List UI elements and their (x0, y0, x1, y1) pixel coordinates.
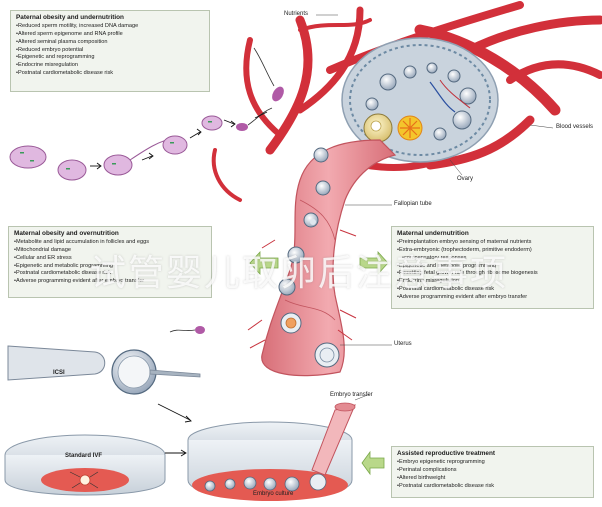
list-item: Postnatal cardiometabolic disease risk (397, 483, 588, 491)
list-item: Altered seminal plasma composition (16, 39, 204, 47)
list-item: Embryo epigenetic reprogramming (397, 459, 588, 467)
list-item: Postnatal cardiometabolic disease risk (16, 70, 204, 78)
blood-vessels (211, 1, 602, 202)
list-item: Epigenetic and reprogramming (16, 54, 204, 62)
list-item: Altered birthweight (397, 475, 588, 483)
process-arrows (90, 111, 268, 457)
list-item: Endocrine misregulation (397, 278, 588, 286)
list-item: Cellular and ER stress (14, 255, 206, 263)
list-item: Adverse programming evident after embryo… (14, 278, 206, 286)
paternal-title: Paternal obesity and undernutrition (16, 14, 124, 21)
embryo-stages (278, 147, 340, 368)
art-list: Embryo epigenetic reprogramming Perinata… (397, 459, 588, 491)
label-nutrients: Nutrients (284, 11, 309, 17)
art-title: Assisted reproductive treatment (397, 450, 496, 457)
list-item: Reduced sperm motility, increased DNA da… (16, 23, 204, 31)
leader-lines (316, 14, 554, 401)
list-item: compensatory responses (397, 255, 588, 263)
list-item: Preimplantation embryo sensing of matern… (397, 239, 588, 247)
ovary (341, 37, 499, 163)
list-item: Metabolite and lipid accumulation in fol… (14, 239, 206, 247)
paternal-list: Reduced sperm motility, increased DNA da… (16, 23, 204, 79)
label-embryo-transfer: Embryo transfer (330, 392, 373, 398)
embryo-transfer-catheter (311, 402, 356, 476)
list-item: Mitochondrial damage (14, 247, 206, 255)
embryo-culture-dish (187, 421, 353, 501)
sperm-development (9, 47, 284, 334)
maternal-obesity-title: Maternal obesity and overnutrition (14, 230, 119, 237)
maternal-undernutrition-title: Maternal undernutrition (397, 230, 469, 237)
label-fallopian-tube: Fallopian tube (394, 201, 432, 207)
label-uterus: Uterus (394, 341, 412, 347)
watermark: 试管婴儿取卵后注意事项 (90, 253, 509, 294)
list-item: Extra-embryonic (trophectoderm, primitiv… (397, 247, 588, 255)
list-item: Postnatal cardiometabolic disease risk (397, 286, 588, 294)
green-arrows (249, 250, 389, 476)
maternal-obesity-box: Maternal obesity and overnutrition Metab… (8, 226, 212, 298)
list-item: Adverse programming evident after embryo… (397, 294, 588, 302)
list-item: Resetting fetal growth rate through ribo… (397, 270, 588, 278)
list-item: Perinatal complications (397, 467, 588, 475)
list-item: Endocrine misregulation (16, 62, 204, 70)
maternal-undernutrition-list: Preimplantation embryo sensing of matern… (397, 239, 588, 303)
list-item: Epigenetic and metabolic programming (14, 263, 206, 271)
paternal-box: Paternal obesity and undernutrition Redu… (10, 10, 210, 92)
label-ovary: Ovary (457, 176, 474, 182)
maternal-undernutrition-box: Maternal undernutrition Preimplantation … (391, 226, 594, 309)
standard-ivf-dish (4, 434, 166, 496)
icsi-apparatus (7, 345, 201, 395)
label-blood-vessels: Blood vessels (556, 124, 594, 130)
list-item: Altered sperm epigenome and RNA profile (16, 31, 204, 39)
label-embryo-culture: Embryo culture (253, 491, 294, 497)
label-icsi: ICSI (53, 370, 65, 376)
list-item: Reduced embryo potential (16, 47, 204, 55)
art-box: Assisted reproductive treatment Embryo e… (391, 446, 594, 498)
label-standard-ivf: Standard IVF (65, 453, 103, 459)
list-item: Postnatal cardiometabolic disease risk (14, 270, 206, 278)
maternal-obesity-list: Metabolite and lipid accumulation in fol… (14, 239, 206, 287)
list-item: Epigenetic and metabolic programming (397, 263, 588, 271)
